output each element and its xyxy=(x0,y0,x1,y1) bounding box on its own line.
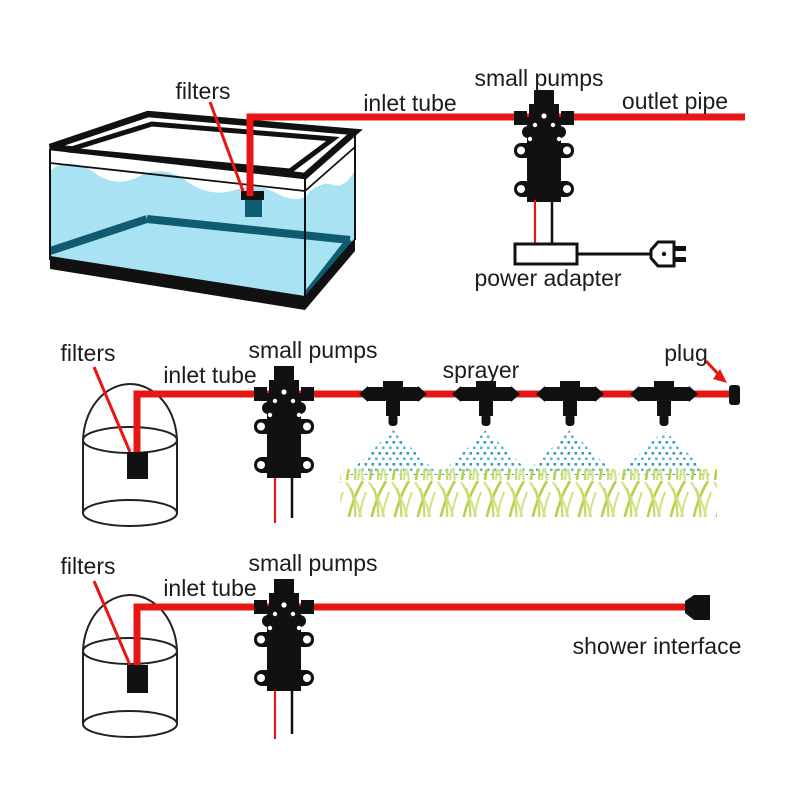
label-shower-interface: shower interface xyxy=(572,633,742,659)
label-small-pumps-top: small pumps xyxy=(474,65,604,91)
label-small-pumps-bottom: small pumps xyxy=(248,550,378,576)
filters-pointer-line xyxy=(92,580,132,666)
label-power-adapter: power adapter xyxy=(474,265,622,291)
tee-sprayer-icon xyxy=(630,381,698,426)
label-sprayer: sprayer xyxy=(442,357,520,383)
section-misting xyxy=(82,359,740,527)
filters-pointer-line xyxy=(208,101,245,192)
section-aquarium xyxy=(48,90,745,310)
tee-sprayer-icon xyxy=(536,381,604,426)
grass xyxy=(340,469,717,517)
tank-base-front xyxy=(50,256,305,310)
plug-pointer-arrow xyxy=(704,359,727,383)
small-pump-icon xyxy=(254,579,314,691)
small-pump-icon xyxy=(514,90,574,202)
tank-base-side xyxy=(305,238,355,310)
filter-icon xyxy=(127,665,148,693)
label-filters-top: filters xyxy=(175,78,231,104)
power-adapter-icon xyxy=(513,242,579,266)
label-outlet-pipe: outlet pipe xyxy=(621,88,729,114)
inlet-outlet-tube-line xyxy=(246,113,745,196)
label-filters-mid: filters xyxy=(60,340,116,366)
tank-glass-edges xyxy=(49,134,356,298)
inlet-tube-line xyxy=(133,390,730,457)
tee-sprayer-icon xyxy=(452,381,520,426)
end-plug-icon xyxy=(729,385,740,405)
small-pump-icon xyxy=(254,366,314,478)
tank-rim-underline xyxy=(49,146,356,192)
filters-pointer-line xyxy=(92,366,132,453)
tank-rim-inner xyxy=(67,121,340,174)
section-shower xyxy=(82,579,710,739)
tank-water-side xyxy=(305,170,355,297)
mist-spray xyxy=(347,430,710,475)
shower-interface-icon xyxy=(685,595,710,620)
label-inlet-tube-mid: inlet tube xyxy=(163,362,257,388)
label-inlet-tube-bottom: inlet tube xyxy=(163,575,257,601)
inlet-tube-line xyxy=(133,603,685,670)
label-filters-bottom: filters xyxy=(60,553,116,579)
fish-tank-icon xyxy=(48,110,363,310)
label-small-pumps-mid: small pumps xyxy=(248,337,378,363)
filter-icon xyxy=(127,452,148,479)
tee-sprayer-icon xyxy=(359,381,427,426)
label-plug: plug xyxy=(664,340,708,366)
power-plug-icon xyxy=(649,240,686,268)
label-inlet-tube-top: inlet tube xyxy=(363,90,457,116)
